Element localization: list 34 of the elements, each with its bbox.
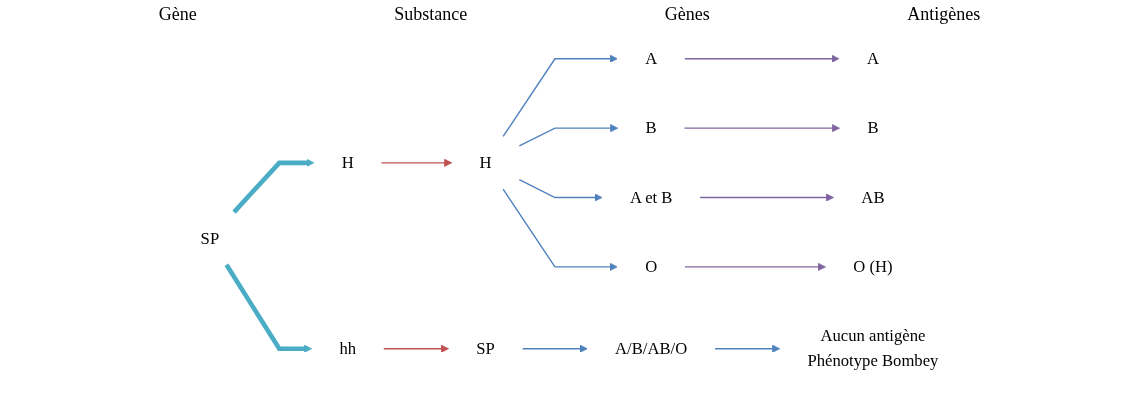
arrow — [383, 344, 449, 353]
arrow — [714, 344, 781, 353]
arrow — [502, 54, 618, 138]
node-text: A — [866, 49, 879, 68]
node-text: B — [867, 118, 879, 137]
arrow — [699, 193, 834, 202]
node-text: SP — [476, 339, 495, 358]
node-text: Aucun antigène — [820, 326, 926, 346]
column-heading: Substance — [394, 4, 468, 25]
node-text: H — [341, 153, 354, 172]
arrow — [232, 158, 315, 214]
arrow — [684, 54, 840, 63]
node-text: B — [645, 118, 657, 137]
node-text: SP — [200, 228, 220, 248]
arrow — [518, 179, 603, 202]
node-text: H — [479, 153, 492, 172]
node-text: O (H) — [853, 257, 893, 276]
arrow — [683, 124, 840, 133]
node-text: AB — [861, 187, 885, 207]
arrow — [224, 263, 312, 353]
node-text: hh — [339, 339, 357, 358]
node-text: A/B/AB/O — [615, 339, 688, 358]
arrow — [380, 158, 453, 167]
column-heading: Gène — [158, 4, 197, 25]
arrow — [521, 344, 588, 353]
column-heading: Antigènes — [907, 4, 981, 25]
node-label: Phénotype Bombey — [807, 351, 939, 371]
node-text: A et B — [629, 187, 673, 207]
node-text: A — [645, 49, 658, 68]
arrow — [502, 188, 618, 271]
arrow — [518, 124, 619, 147]
arrow — [684, 262, 826, 271]
node-text: O — [645, 257, 658, 276]
column-heading: Gènes — [664, 4, 710, 25]
